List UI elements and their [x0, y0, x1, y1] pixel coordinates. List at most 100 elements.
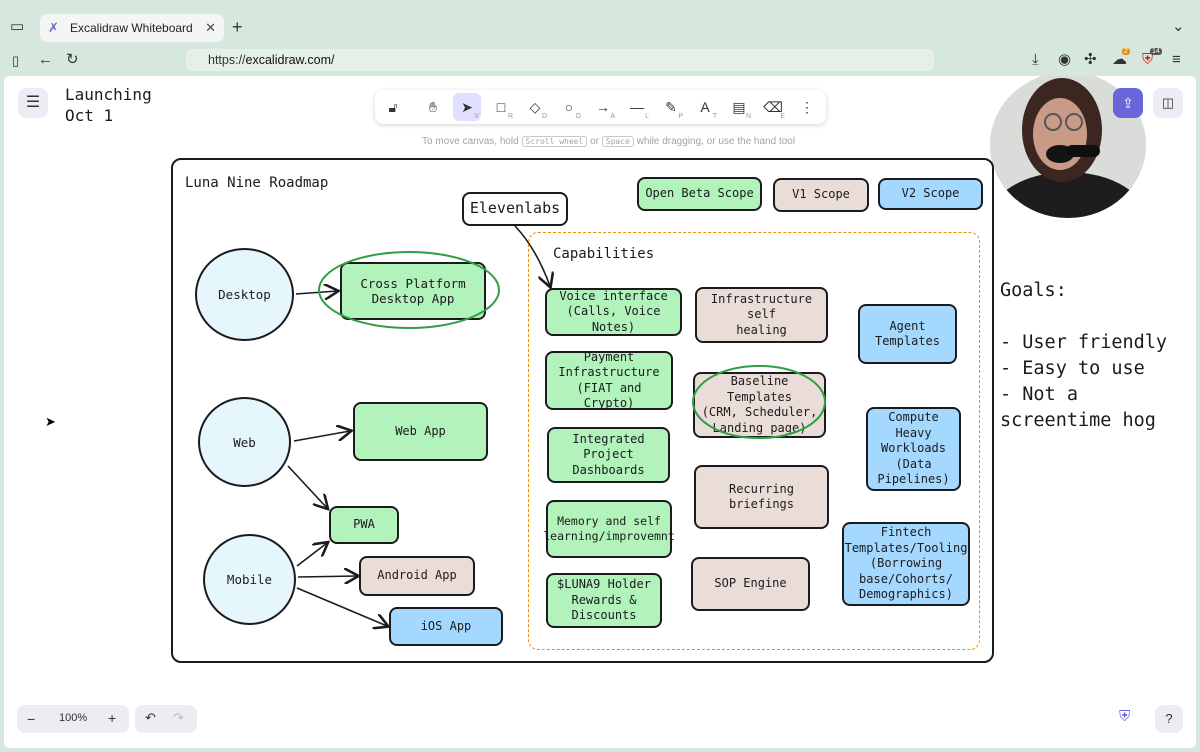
- connector-arrows: [287, 225, 1196, 748]
- sidebar-toggle-icon[interactable]: ▯: [12, 53, 20, 68]
- legend-open-beta[interactable]: Open Beta Scope: [637, 177, 762, 211]
- diamond-tool[interactable]: ◇D: [521, 93, 549, 121]
- legend-v1[interactable]: V1 Scope: [773, 178, 869, 212]
- roadmap-title[interactable]: Luna Nine Roadmap: [185, 175, 329, 191]
- pencil-icon: ✎: [665, 99, 677, 115]
- back-icon[interactable]: ←: [38, 51, 53, 68]
- legend-v2[interactable]: V2 Scope: [878, 178, 983, 210]
- cap-dashboards[interactable]: Integrated Project Dashboards: [547, 427, 670, 483]
- cap-sop-engine[interactable]: SOP Engine: [691, 557, 810, 611]
- app-web[interactable]: Web App: [353, 402, 488, 461]
- diamond-key: D: [541, 113, 547, 120]
- menu-icon[interactable]: ≡: [1172, 51, 1181, 68]
- new-tab-icon[interactable]: +: [232, 17, 243, 37]
- capabilities-title[interactable]: Capabilities: [553, 246, 655, 262]
- hint-key-space: Space: [601, 136, 634, 147]
- app-pwa[interactable]: PWA: [329, 506, 399, 544]
- capabilities-zone[interactable]: [528, 232, 980, 650]
- app-android[interactable]: Android App: [359, 556, 475, 596]
- draw-tool[interactable]: ✎P: [657, 93, 685, 121]
- image-tool[interactable]: ▤N: [725, 93, 753, 121]
- hint-mid: or: [590, 136, 599, 147]
- zoom-level[interactable]: 100%: [59, 712, 88, 724]
- highlight-ellipses: [318, 251, 826, 439]
- rectangle-tool[interactable]: □R: [487, 93, 515, 121]
- downloads-icon[interactable]: ⤓: [1032, 51, 1039, 68]
- canvas-hint: To move canvas, hold Scroll wheel or Spa…: [422, 136, 795, 147]
- pointer-icon: ➤: [461, 99, 473, 115]
- line-key: L: [645, 113, 649, 120]
- tab-list-chevron-icon[interactable]: ⌄: [1172, 18, 1185, 35]
- cap-baseline-templates[interactable]: Baseline Templates (CRM, Scheduler, Land…: [693, 372, 826, 438]
- zoom-in-button[interactable]: +: [108, 710, 117, 726]
- cap-payment-infra[interactable]: Payment Infrastructure (FIAT and Crypto): [545, 350, 673, 410]
- hand-tool[interactable]: ✋︎: [419, 93, 447, 121]
- elevenlabs-label[interactable]: Elevenlabs: [462, 192, 568, 226]
- extension-badge-icon[interactable]: ☁: [1112, 51, 1127, 68]
- browser-tab[interactable]: ✗ Excalidraw Whiteboard ✕: [40, 14, 224, 42]
- arrow-mobile-to-android: [297, 576, 357, 577]
- cap-fintech[interactable]: Fintech Templates/Tooling (Borrowing bas…: [842, 522, 970, 606]
- diamond-icon: ◇: [529, 99, 541, 115]
- arrow-mobile-to-pwa: [296, 543, 327, 567]
- image-key: N: [745, 113, 751, 120]
- excalidraw-canvas[interactable]: ☰ Launching Oct 1 🔓︎ ✋︎ ➤V □R ◇D ○O →A —…: [4, 76, 1196, 748]
- eraser-key: E: [780, 113, 785, 120]
- line-tool[interactable]: —L: [623, 93, 651, 121]
- mouse-cursor-icon: ➤: [45, 414, 56, 429]
- undo-icon[interactable]: ↶: [145, 710, 156, 725]
- roadmap-frame[interactable]: [171, 158, 994, 663]
- encryption-shield-icon[interactable]: ⛨: [1119, 708, 1131, 725]
- tab-close-icon[interactable]: ✕: [205, 20, 216, 35]
- arrow-key: A: [610, 113, 615, 120]
- lock-tool[interactable]: 🔓︎: [379, 93, 407, 121]
- more-tools[interactable]: ⋮: [793, 93, 821, 121]
- goals-note[interactable]: Goals: - User friendly - Easy to use - N…: [1000, 280, 1168, 431]
- selection-tool[interactable]: ➤V: [453, 93, 481, 121]
- cap-voice-interface[interactable]: Voice interface (Calls, Voice Notes): [545, 288, 682, 336]
- platform-web[interactable]: Web: [198, 397, 291, 487]
- cap-recurring-briefings[interactable]: Recurring briefings: [694, 465, 829, 529]
- main-menu-button[interactable]: ☰: [18, 88, 48, 118]
- webcam-person-image: [990, 76, 1146, 218]
- arrow-elevenlabs-to-voice: [514, 225, 550, 286]
- arrow-desktop-to-crossplatform: [295, 291, 337, 294]
- webcam-overlay: [990, 76, 1146, 218]
- platform-desktop[interactable]: Desktop: [195, 248, 294, 341]
- shield-extension-icon[interactable]: ⛨: [1142, 51, 1154, 68]
- zoom-controls: − 100% +: [17, 705, 129, 733]
- zoom-out-button[interactable]: −: [27, 711, 36, 727]
- url-prefix: https://: [208, 53, 246, 67]
- ellipse-tool[interactable]: ○O: [555, 93, 583, 121]
- lock-icon: 🔓︎: [388, 99, 398, 115]
- app-cross-platform[interactable]: Cross Platform Desktop App: [340, 262, 486, 320]
- share-button[interactable]: ⇪: [1113, 88, 1143, 118]
- arrow-icon: →: [596, 99, 610, 115]
- eraser-tool[interactable]: ⌫E: [759, 93, 787, 121]
- cap-rewards[interactable]: $LUNA9 Holder Rewards & Discounts: [546, 573, 662, 628]
- url-bar[interactable]: https://excalidraw.com/: [186, 49, 934, 71]
- app-ios[interactable]: iOS App: [389, 607, 503, 646]
- line-icon: —: [630, 99, 644, 115]
- account-icon[interactable]: ◉: [1058, 51, 1072, 68]
- cap-compute-heavy[interactable]: Compute Heavy Workloads (Data Pipelines): [866, 407, 961, 491]
- platform-mobile[interactable]: Mobile: [203, 534, 296, 625]
- reload-icon[interactable]: ↻: [66, 51, 79, 68]
- arrow-web-to-webapp: [293, 431, 350, 442]
- help-button[interactable]: ?: [1155, 705, 1183, 733]
- help-icon: ?: [1165, 711, 1173, 726]
- arrow-tool[interactable]: →A: [589, 93, 617, 121]
- rectangle-key: R: [507, 113, 513, 120]
- tab-title: Excalidraw Whiteboard: [70, 21, 193, 35]
- cap-memory[interactable]: Memory and self learning/improvemnt: [543, 500, 675, 558]
- redo-icon[interactable]: ↷: [173, 710, 184, 725]
- launch-note[interactable]: Launching Oct 1: [65, 85, 152, 125]
- library-button[interactable]: ◫: [1153, 88, 1183, 118]
- extensions-icon[interactable]: ✣: [1084, 51, 1097, 68]
- highlight-cross-platform: [318, 251, 500, 329]
- cap-agent-templates[interactable]: Agent Templates: [858, 304, 957, 364]
- tab-overview-icon[interactable]: ▭: [10, 18, 25, 35]
- cap-infra-self-healing[interactable]: Infrastructure self healing: [695, 287, 828, 343]
